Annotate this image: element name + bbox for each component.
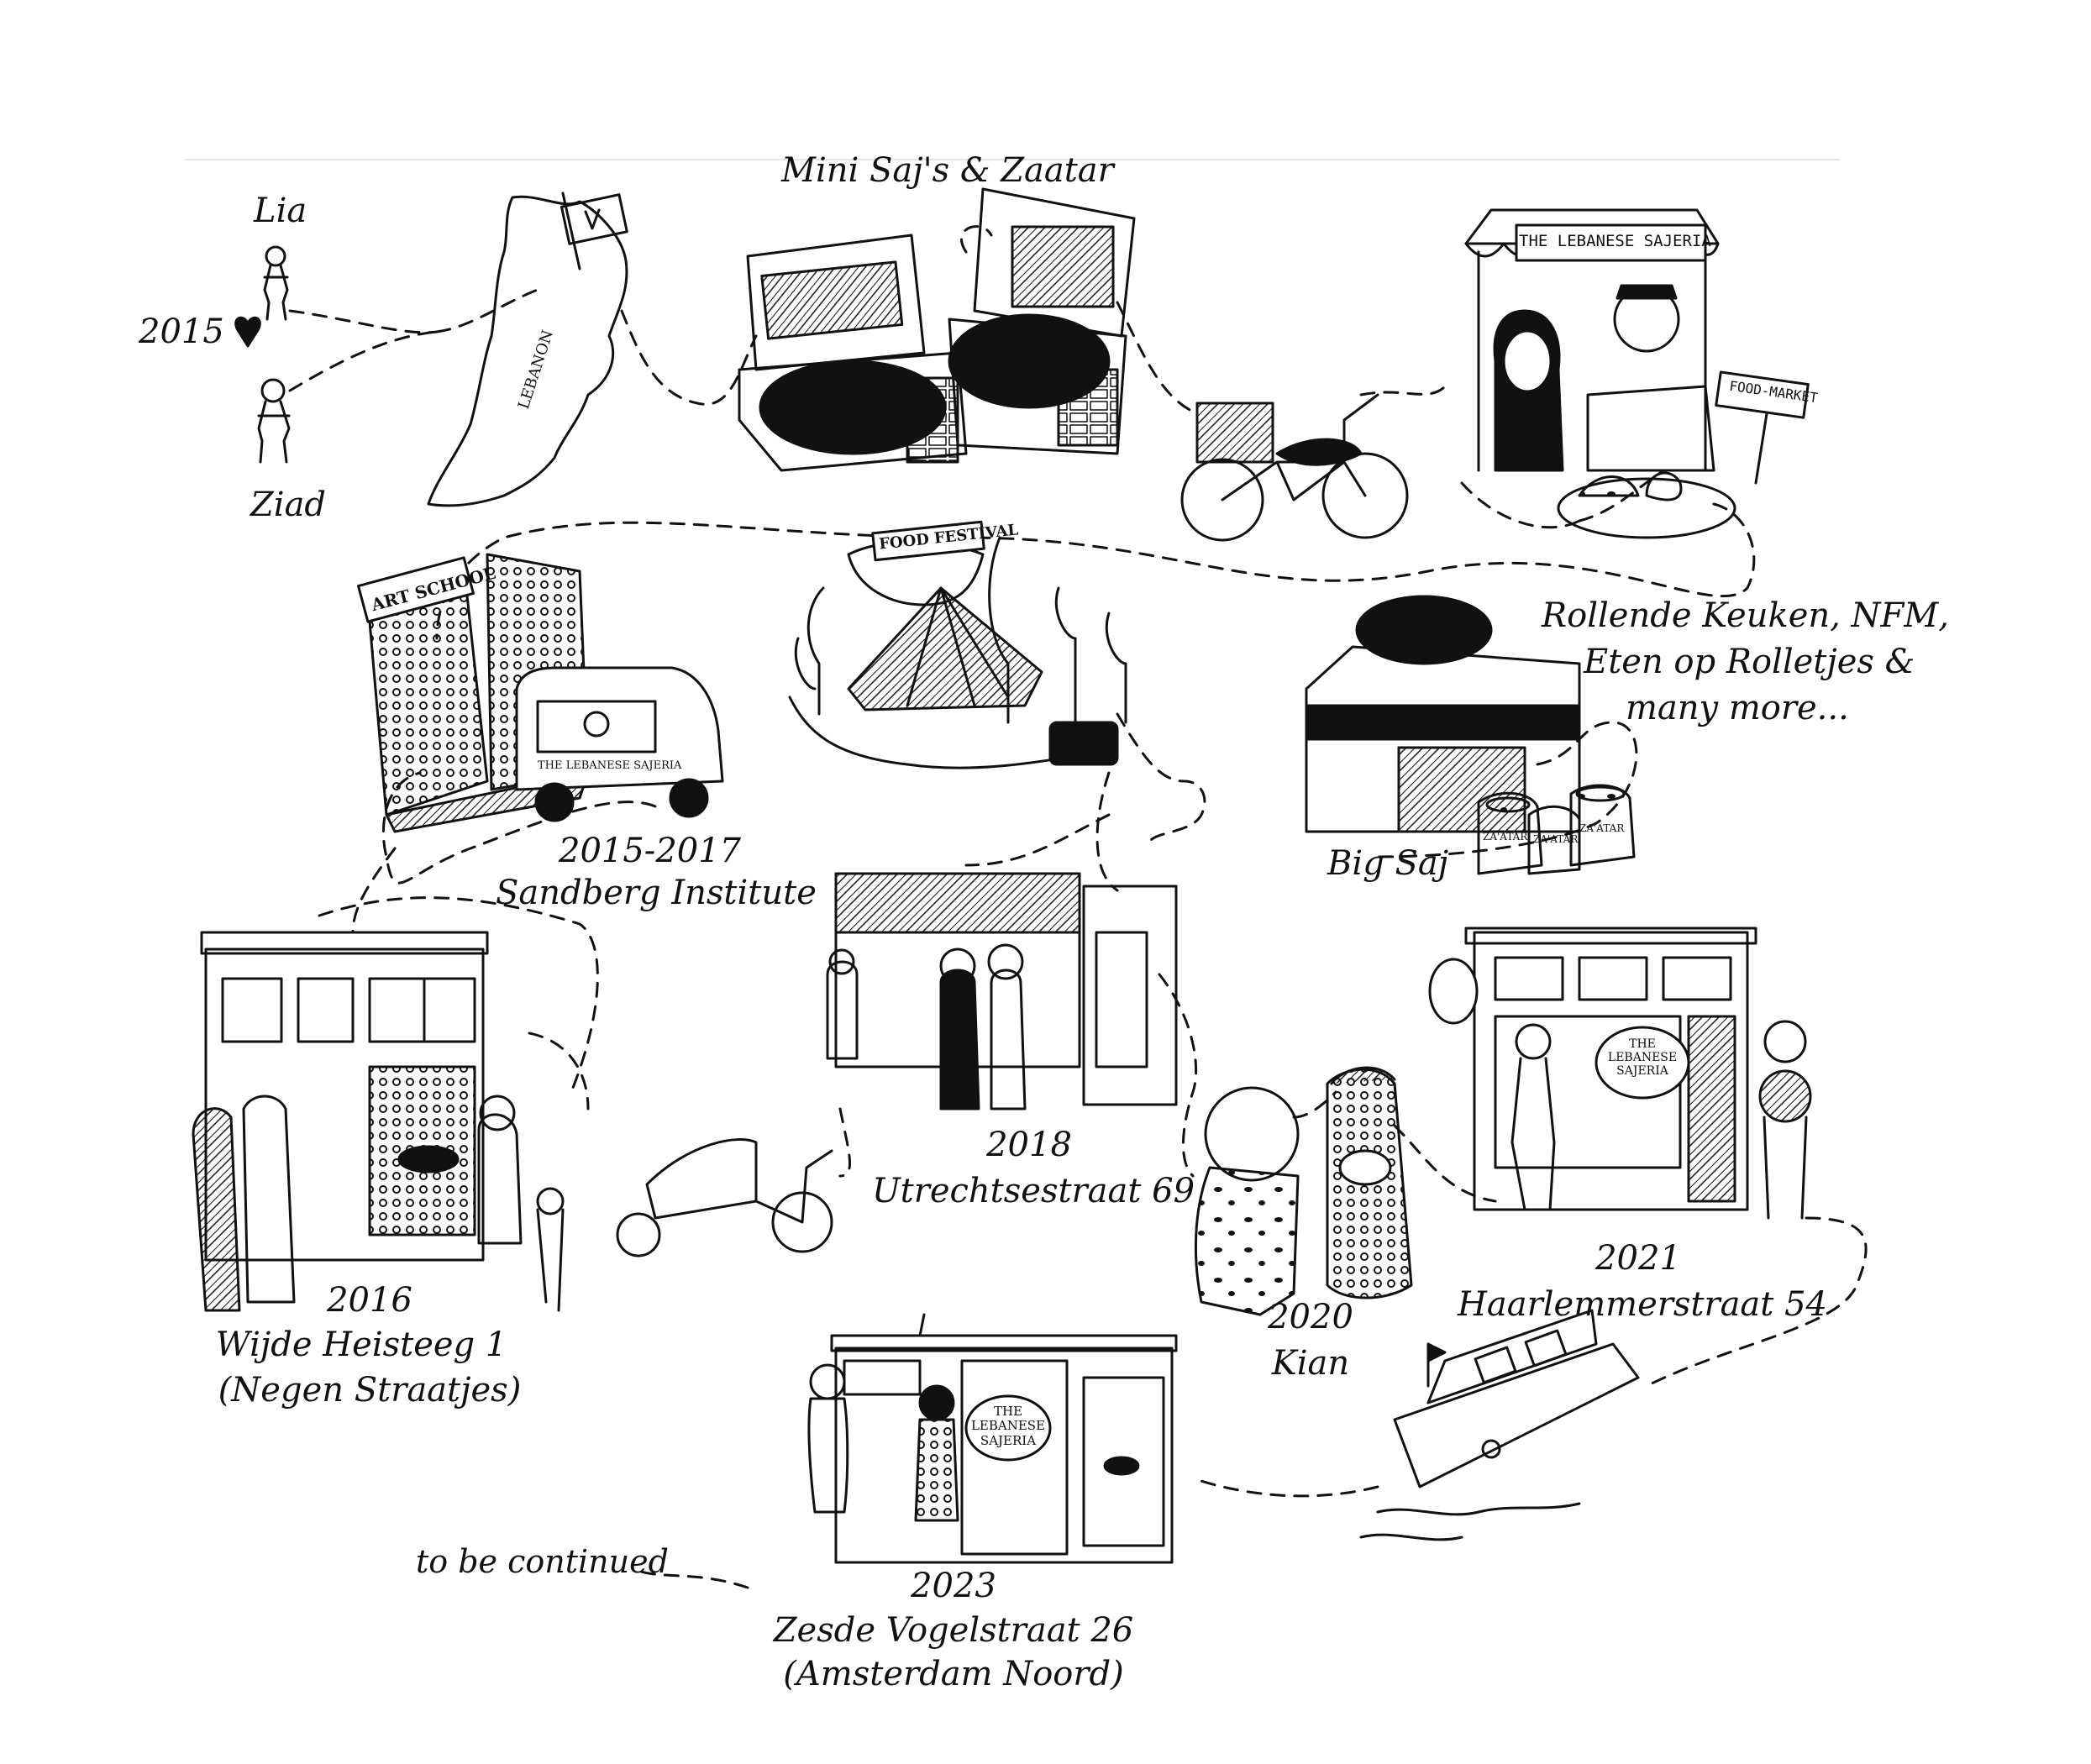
label-2018-year: 2018	[986, 1126, 1072, 1164]
kian-baby	[1194, 1086, 1300, 1316]
ferry-boat	[1359, 1309, 1640, 1541]
shop-2023-window-sign: THE LEBANESE SAJERIA	[971, 1404, 1045, 1448]
label-sandberg-years: 2015-2017	[559, 832, 742, 870]
sign-line: THE	[993, 1404, 1023, 1419]
label-ziad: Ziad	[250, 486, 327, 524]
label-year-2015: 2015	[139, 312, 224, 351]
big-saj-machine	[1305, 595, 1581, 833]
sign-line: LEBANESE	[1607, 1051, 1678, 1065]
lebanon-flag-icon	[560, 192, 628, 270]
shop-2021-window-sign: THE LEBANESE SAJERIA	[1608, 1037, 1677, 1078]
label-2023-area: (Amsterdam Noord)	[783, 1655, 1124, 1693]
label-2023-year: 2023	[911, 1567, 996, 1605]
label-events-line3: many more...	[1626, 689, 1849, 727]
label-to-be-continued: to be continued	[416, 1543, 669, 1580]
label-2023-address: Zesde Vogelstraat 26	[773, 1611, 1134, 1650]
mini-saj-left	[738, 234, 968, 472]
label-2021-address: Haarlemmerstraat 54	[1458, 1285, 1827, 1324]
label-2016-address: Wijde Heisteeg 1	[215, 1326, 507, 1364]
sign-line: SAJERIA	[1616, 1064, 1668, 1079]
zaatar-bag-label-1: ZA'ATAR	[1483, 831, 1528, 843]
label-big-saj: Big Saj	[1327, 844, 1449, 883]
sign-line: SAJERIA	[980, 1432, 1037, 1448]
shop-2023	[807, 1313, 1178, 1564]
shop-2018	[826, 872, 1178, 1110]
mini-saj-right	[948, 187, 1136, 455]
bicycle-icon	[1180, 393, 1409, 542]
van-text: THE LEBANESE SAJERIA	[538, 759, 682, 772]
label-2016-area: (Negen Straatjes)	[218, 1371, 522, 1410]
sign-line: THE	[1629, 1037, 1656, 1051]
food-truck	[515, 666, 724, 822]
festival-tent	[788, 520, 1127, 769]
zaatar-bags	[1477, 784, 1636, 875]
shop-2016	[192, 931, 565, 1312]
label-events-line2: Eten op Rolletjes &	[1584, 643, 1915, 681]
label-sandberg: Sandberg Institute	[496, 874, 817, 912]
label-2021-year: 2021	[1595, 1239, 1681, 1278]
lebanon-map	[427, 195, 628, 507]
saj-wrap	[1326, 1066, 1413, 1299]
label-kian: Kian	[1271, 1344, 1350, 1383]
shop-2021	[1428, 927, 1812, 1220]
label-mini-saj: Mini Saj's & Zaatar	[781, 151, 1114, 190]
sign-line: LEBANESE	[970, 1418, 1046, 1434]
cargo-bike	[616, 1138, 833, 1257]
stall-sign: THE LEBANESE SAJERIA	[1519, 232, 1711, 250]
label-2016-year: 2016	[327, 1281, 412, 1320]
ziad-figure	[257, 378, 291, 464]
label-lia: Lia	[254, 192, 307, 230]
heart-icon	[234, 316, 261, 348]
label-events-line1: Rollende Keuken, NFM,	[1542, 596, 1949, 635]
label-2020-year: 2020	[1268, 1298, 1353, 1336]
zaatar-bag-label-3: ZA'ATAR	[1579, 822, 1625, 834]
market-stall	[1464, 208, 1810, 539]
zaatar-bag-label-2: ZA'ATAR	[1533, 833, 1579, 845]
lia-figure	[263, 245, 289, 321]
label-2018-address: Utrechtsestraat 69	[871, 1172, 1195, 1210]
